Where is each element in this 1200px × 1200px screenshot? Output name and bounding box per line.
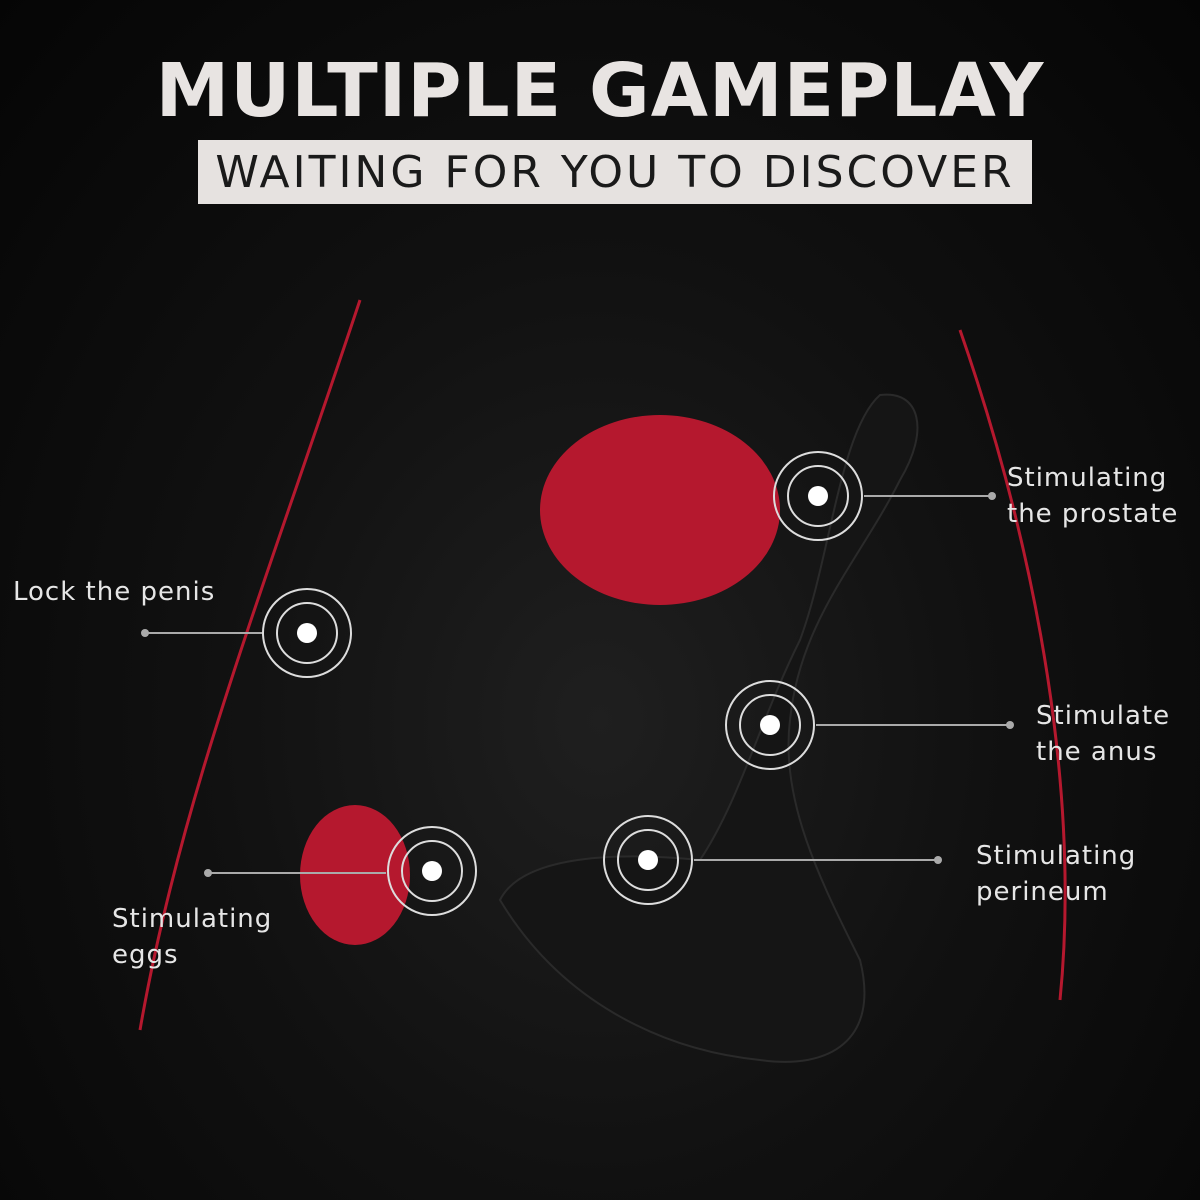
callout-text: Stimulate: [1036, 701, 1171, 731]
callout-marker-anus: [725, 680, 1014, 770]
callout-marker-prostate: [773, 451, 996, 541]
page-title: MULTIPLE GAMEPLAY: [155, 48, 1045, 134]
callout-label-perineum: Stimulating perineum: [976, 838, 1136, 910]
callout-label-anus: Stimulate the anus: [1036, 698, 1170, 770]
callout-text: Stimulating: [1007, 463, 1168, 493]
decorative-outlines: [138, 299, 1067, 1031]
callout-label-eggs: Stimulating eggs: [112, 901, 272, 973]
callout-text: the anus: [1036, 737, 1158, 767]
callout-label-prostate: Stimulating the prostate: [1007, 460, 1178, 532]
product-silhouette: [498, 393, 919, 1063]
callout-text: perineum: [976, 877, 1109, 907]
callout-text: the prostate: [1007, 499, 1179, 529]
callout-text: Stimulating: [976, 841, 1137, 871]
abstract-shapes: [300, 415, 780, 945]
subtitle-banner: WAITING FOR YOU TO DISCOVER: [198, 140, 1032, 204]
callout-marker-eggs: [204, 826, 477, 916]
callout-text: Stimulating: [112, 904, 273, 934]
callout-label-penis: Lock the penis: [13, 574, 215, 610]
callout-marker-perineum: [603, 815, 942, 905]
callout-marker-penis: [141, 588, 352, 678]
callout-text: eggs: [112, 940, 179, 970]
callout-text: Lock the penis: [13, 577, 216, 607]
subtitle: WAITING FOR YOU TO DISCOVER: [215, 146, 1015, 198]
